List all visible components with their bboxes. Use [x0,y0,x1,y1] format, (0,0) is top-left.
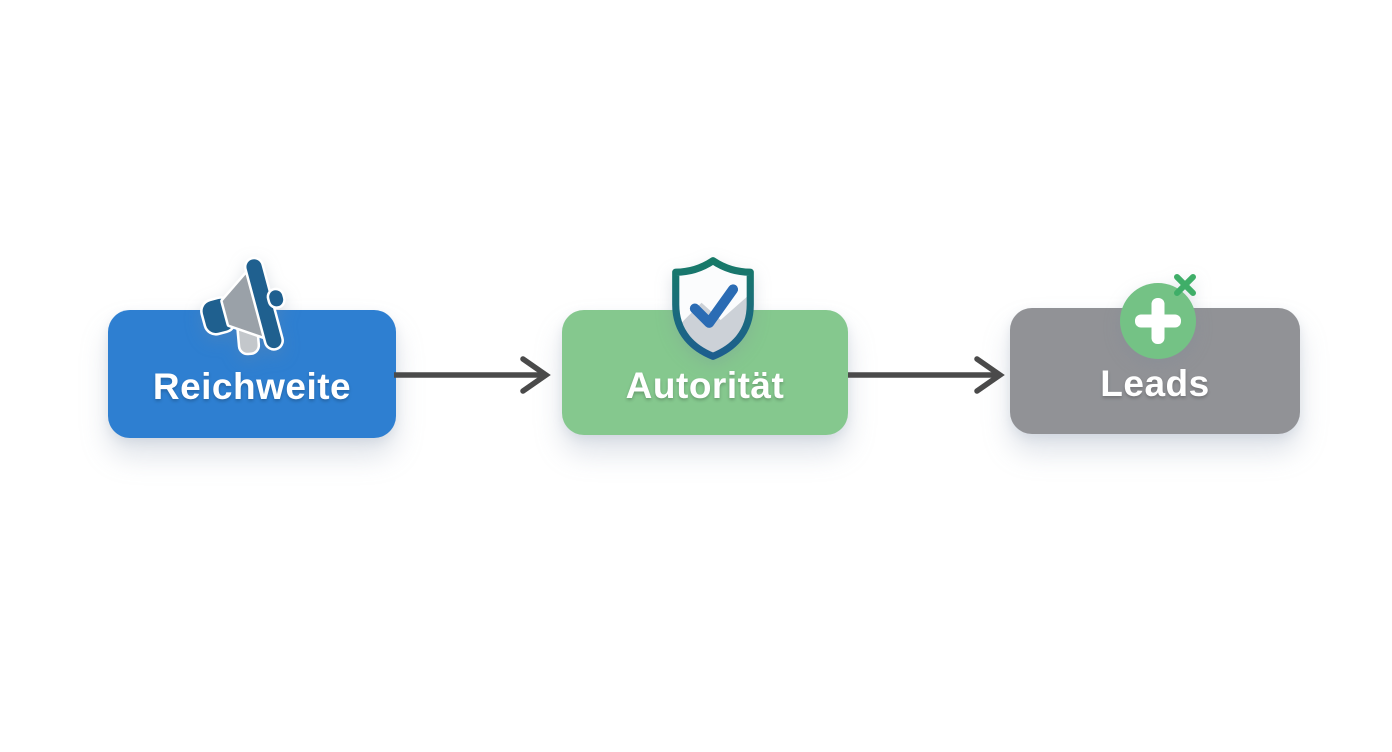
sparkle-x-icon [1174,274,1196,296]
flow-arrow-2 [848,356,1005,394]
step-label-leads: Leads [1100,363,1210,404]
shield-check-icon [672,257,754,360]
step-label-autoritaet: Autorität [625,364,785,406]
plus-circle-icon [1120,274,1196,359]
flow-arrow-1 [394,356,551,394]
megaphone-icon [200,256,286,356]
step-label-reichweite: Reichweite [152,366,352,407]
step-box-autoritaet: Autorität [562,310,848,435]
